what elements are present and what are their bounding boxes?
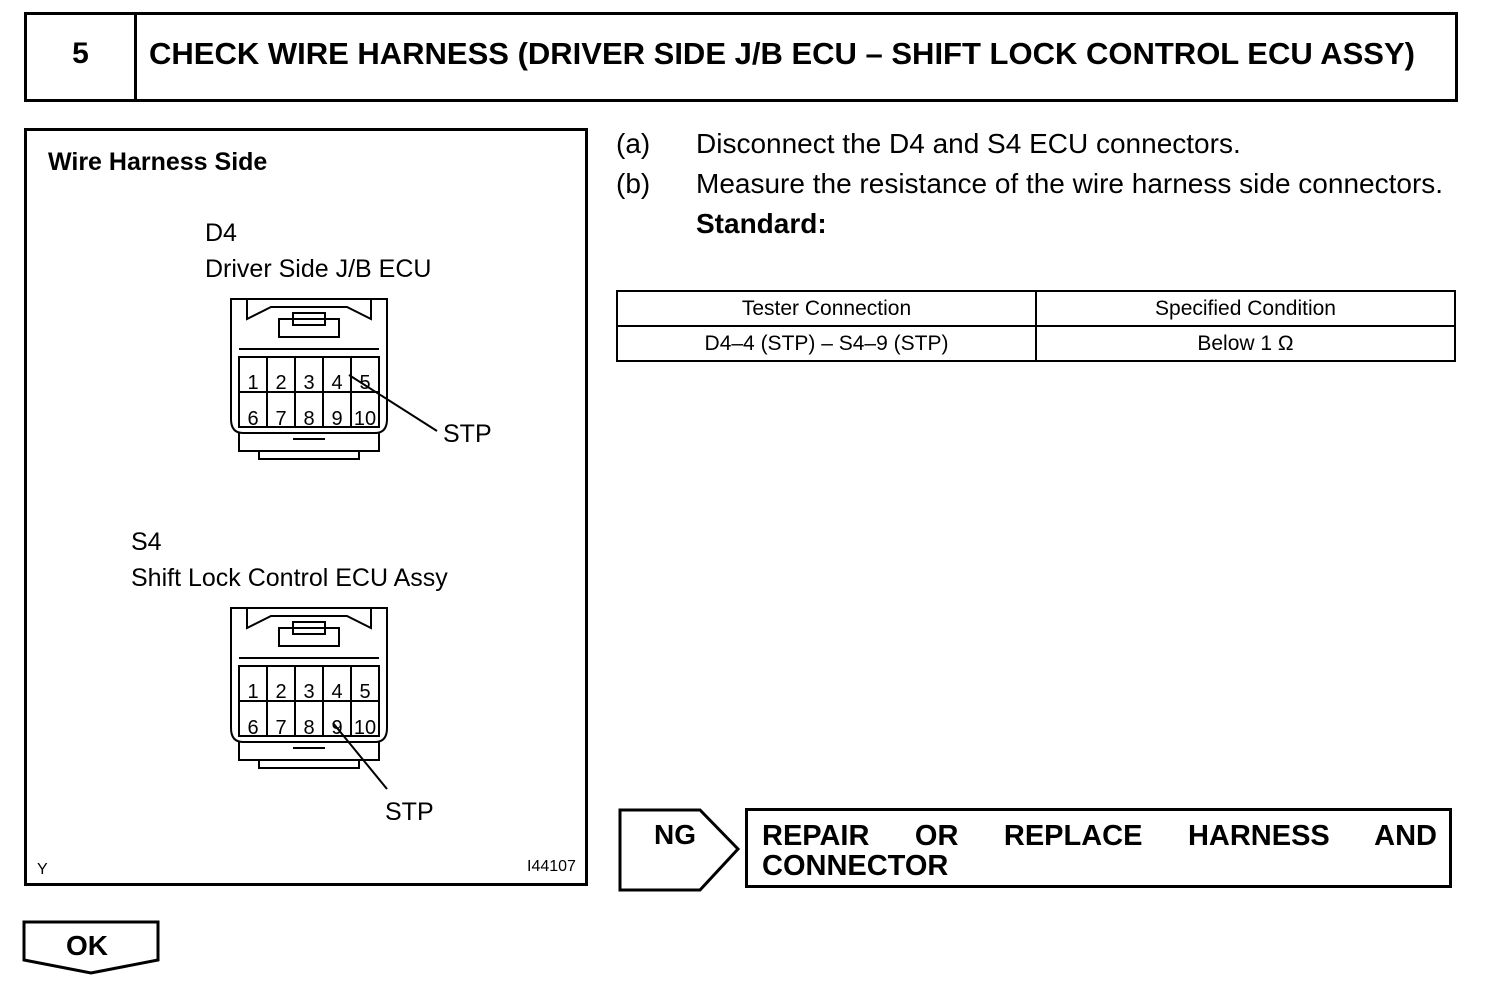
- cell-tester-connection: D4–4 (STP) – S4–9 (STP): [616, 325, 1037, 362]
- figure-id: I44107: [527, 858, 576, 875]
- d4-pin-6: 6: [247, 408, 258, 430]
- corner-mark: Y: [37, 861, 48, 878]
- step-header: 5 CHECK WIRE HARNESS (DRIVER SIDE J/B EC…: [24, 12, 1458, 102]
- stp-leader-d4: [348, 374, 438, 432]
- ng-action-line1: REPAIR OR REPLACE HARNESS AND: [762, 820, 1437, 852]
- wiring-illustration: 1 2 3 4 5 6 7 8 9 10 1 2 3 4 5 6 7 8 9 1…: [24, 128, 588, 886]
- step-a-text: Disconnect the D4 and S4 ECU connectors.: [696, 128, 1241, 159]
- step-b: (b) Measure the resistance of the wire h…: [616, 164, 1456, 204]
- d4-pin-2: 2: [275, 372, 286, 394]
- connector-d4-icon: [230, 298, 388, 460]
- connector-drawings: 1 2 3 4 5 6 7 8 9 10 1 2 3 4 5 6 7 8 9 1…: [230, 298, 438, 790]
- s4-pin-4: 4: [331, 681, 342, 703]
- d4-pin-7: 7: [275, 408, 286, 430]
- d4-callout: STP: [443, 420, 492, 448]
- s4-pin-7: 7: [275, 717, 286, 739]
- spec-table: Tester Connection Specified Condition D4…: [616, 290, 1456, 362]
- d4-pin-8: 8: [303, 408, 314, 430]
- d4-pin-9: 9: [331, 408, 342, 430]
- s4-name: Shift Lock Control ECU Assy: [131, 564, 448, 592]
- d4-code: D4: [205, 219, 237, 247]
- d4-pin-3: 3: [303, 372, 314, 394]
- step-number: 5: [27, 15, 137, 99]
- d4-pin-4: 4: [331, 372, 342, 394]
- ng-arrow-icon: [618, 808, 741, 892]
- step-b-mark: (b): [616, 168, 651, 199]
- d4-pin-10: 10: [354, 408, 376, 430]
- ng-action-line2: CONNECTOR: [762, 850, 949, 882]
- table-header-row: Tester Connection Specified Condition: [616, 290, 1456, 327]
- d4-pin-1: 1: [247, 372, 258, 394]
- s4-pin-10: 10: [354, 717, 376, 739]
- ok-label: OK: [66, 930, 108, 961]
- header-specified-condition: Specified Condition: [1035, 290, 1456, 327]
- stp-leader-s4: [332, 722, 388, 790]
- table-row: D4–4 (STP) – S4–9 (STP) Below 1 Ω: [616, 325, 1456, 362]
- ng-badge: NG: [618, 808, 744, 894]
- s4-pin-2: 2: [275, 681, 286, 703]
- step-b-text: Measure the resistance of the wire harne…: [696, 168, 1444, 199]
- s4-pin-1: 1: [247, 681, 258, 703]
- step-a: (a) Disconnect the D4 and S4 ECU connect…: [616, 124, 1456, 164]
- cell-specified-condition: Below 1 Ω: [1035, 325, 1456, 362]
- d4-name: Driver Side J/B ECU: [205, 255, 432, 283]
- s4-pin-3: 3: [303, 681, 314, 703]
- step-a-mark: (a): [616, 128, 651, 159]
- s4-pin-8: 8: [303, 717, 314, 739]
- s4-code: S4: [131, 528, 162, 556]
- s4-pin-5: 5: [359, 681, 370, 703]
- illustration-title: Wire Harness Side: [48, 148, 268, 176]
- s4-pin-6: 6: [247, 717, 258, 739]
- standard-label: Standard:: [696, 208, 827, 239]
- ok-arrow-icon: [22, 920, 160, 975]
- connector-s4-icon: [230, 607, 388, 769]
- procedure: (a) Disconnect the D4 and S4 ECU connect…: [616, 124, 1456, 244]
- s4-callout: STP: [385, 798, 434, 826]
- header-tester-connection: Tester Connection: [616, 290, 1037, 327]
- s4-pin-9: 9: [331, 717, 342, 739]
- step-title: CHECK WIRE HARNESS (DRIVER SIDE J/B ECU …: [149, 36, 1415, 71]
- d4-pin-5: 5: [359, 372, 370, 394]
- ok-badge: OK: [22, 920, 162, 976]
- ng-label: NG: [654, 819, 696, 850]
- ng-action-box: REPAIR OR REPLACE HARNESS AND CONNECTOR: [745, 808, 1452, 888]
